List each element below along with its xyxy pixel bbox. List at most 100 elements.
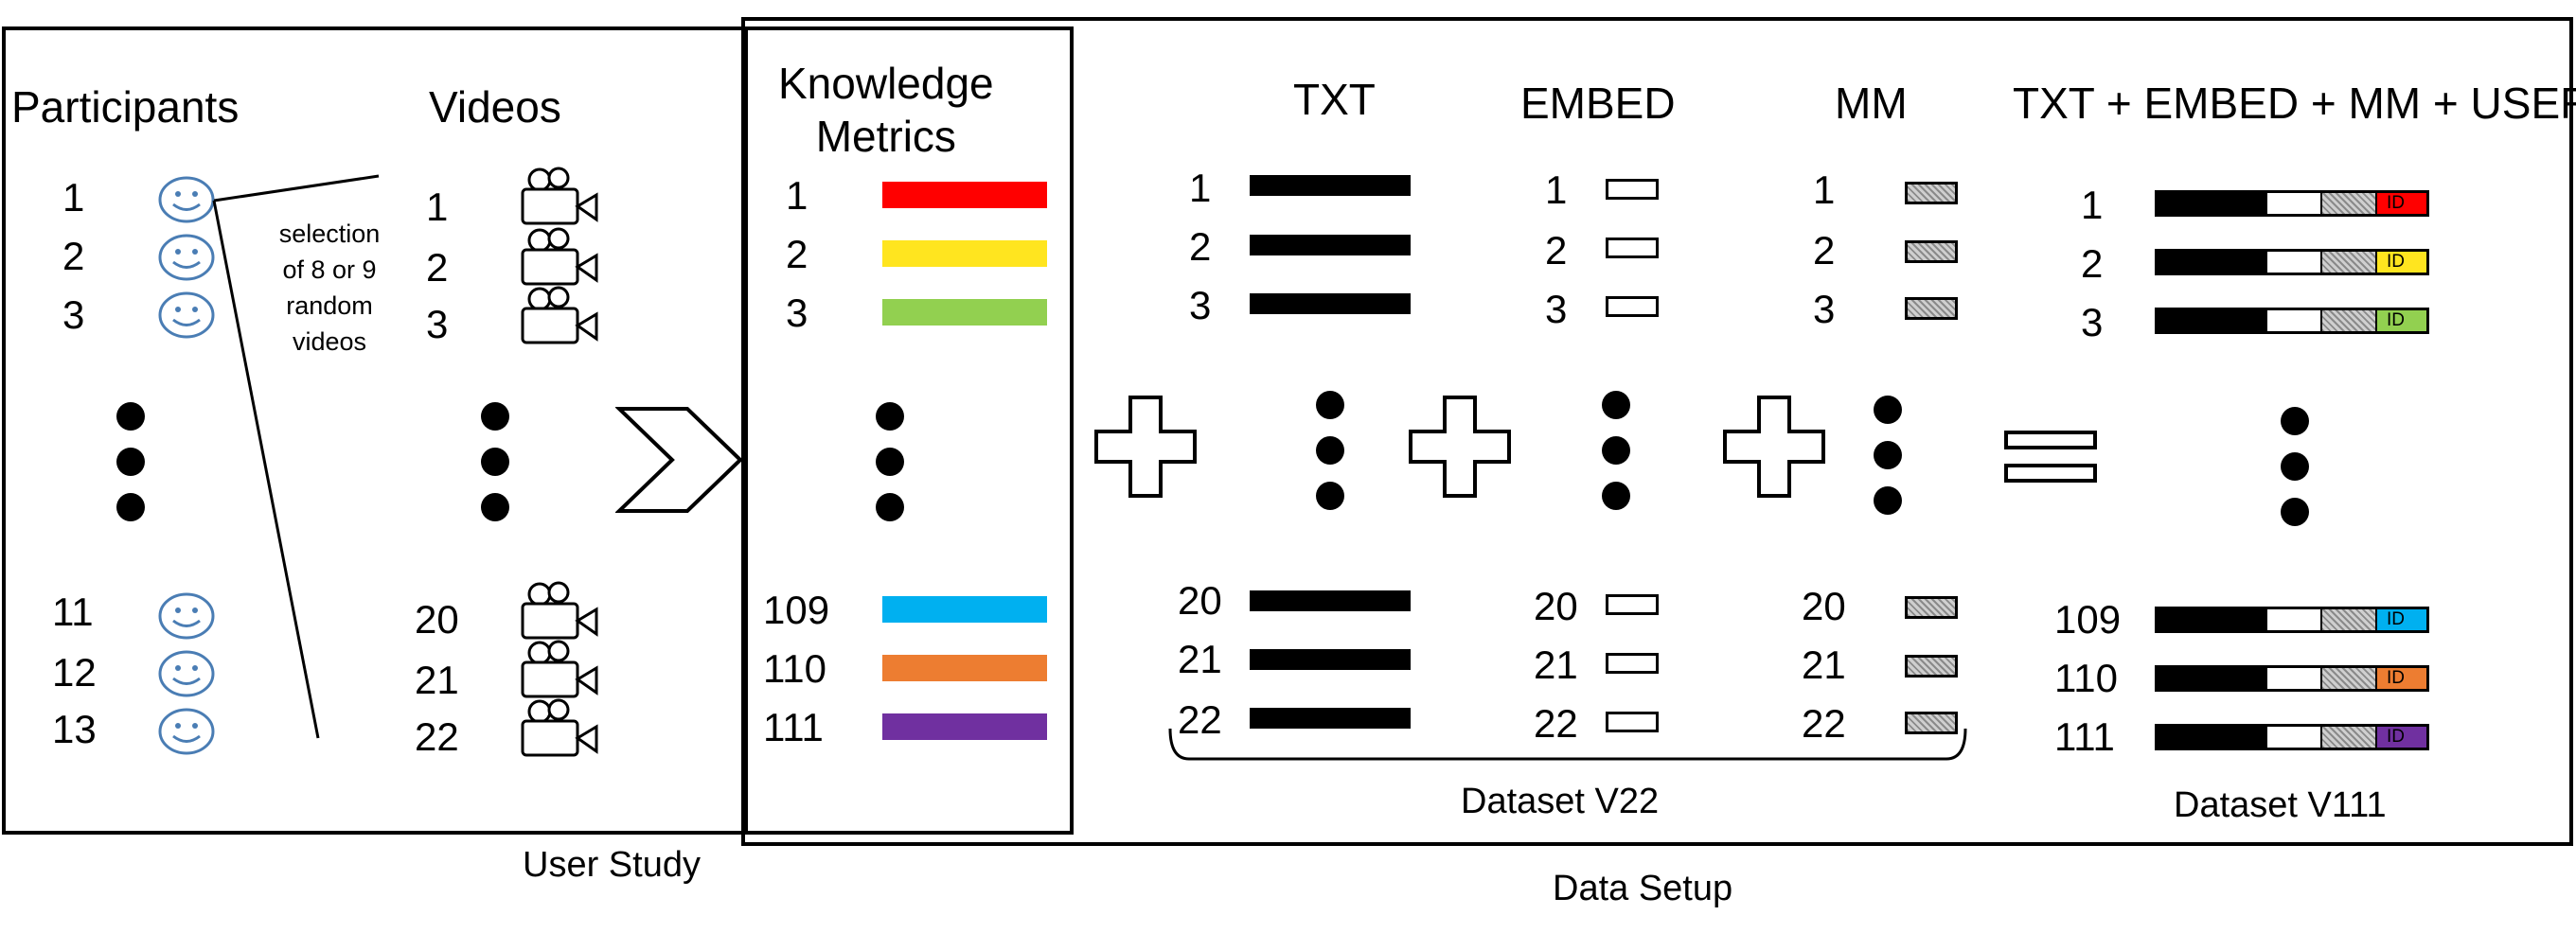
txt-feature-bar: [1250, 649, 1411, 670]
data-setup-caption: Data Setup: [1553, 869, 1733, 908]
embed-heading: EMBED: [1520, 79, 1676, 128]
txt-number: 2: [1189, 224, 1212, 269]
video-camera-icon: [521, 167, 598, 225]
dataset-v22-label: Dataset V22: [1461, 782, 1660, 821]
ellipsis-dot: [1602, 482, 1630, 510]
video-camera-icon: [521, 698, 598, 757]
participants-heading: Participants: [11, 82, 240, 132]
knowledge-metrics-heading: Knowledge Metrics: [778, 59, 994, 161]
mm-number: 20: [1802, 584, 1846, 628]
video-number: 1: [426, 185, 449, 229]
txt-number: 21: [1178, 637, 1222, 681]
txt-feature-bar: [1250, 590, 1411, 611]
mm-heading: MM: [1835, 79, 1908, 128]
user-study-caption: User Study: [523, 845, 701, 885]
combined-number: 109: [2054, 597, 2122, 642]
plus-icon: [1723, 396, 1825, 498]
combined-feature-bar: ID: [2155, 724, 2429, 750]
data-setup-frame: [741, 17, 2573, 846]
txt-feature-bar: [1250, 293, 1411, 314]
metric-number: 111: [763, 705, 824, 749]
smiley-icon: [158, 234, 215, 281]
embed-feature-box: [1606, 594, 1659, 615]
smiley-icon: [158, 176, 215, 223]
ellipsis-dot: [1316, 436, 1344, 465]
embed-number: 20: [1534, 584, 1578, 628]
ellipsis-dot: [2281, 498, 2309, 526]
participant-number: 13: [52, 707, 97, 751]
ellipsis-dot: [2281, 407, 2309, 435]
participant-number: 3: [62, 292, 85, 337]
selection-note: selection of 8 or 9 random videos: [278, 220, 381, 356]
embed-feature-box: [1606, 179, 1659, 200]
ellipsis-dot: [1602, 436, 1630, 465]
metric-number: 1: [786, 173, 808, 218]
knowledge-metrics-frame: [744, 26, 1074, 835]
embed-feature-box: [1606, 712, 1659, 732]
video-number: 21: [415, 658, 459, 702]
embed-number: 2: [1545, 228, 1568, 273]
chevron-arrow-icon: [615, 407, 743, 513]
txt-number: 20: [1178, 578, 1222, 623]
smiley-icon: [158, 291, 215, 339]
metric-number: 3: [786, 290, 808, 335]
mm-feature-box: [1905, 712, 1958, 734]
user-id-segment: ID: [2375, 609, 2426, 630]
ellipsis-dot: [2281, 452, 2309, 481]
txt-feature-bar: [1250, 708, 1411, 729]
combined-heading: TXT + EMBED + MM + USER: [2013, 79, 2576, 128]
combined-feature-bar: ID: [2155, 607, 2429, 633]
metric-number: 110: [763, 646, 826, 691]
combined-number: 111: [2054, 714, 2115, 759]
txt-number: 22: [1178, 697, 1222, 742]
ellipsis-dot: [116, 493, 145, 521]
txt-number: 3: [1189, 283, 1212, 327]
plus-icon: [1094, 396, 1197, 498]
combined-number: 2: [2081, 241, 2104, 286]
user-id-segment: ID: [2375, 193, 2426, 214]
ellipsis-dot: [876, 402, 904, 431]
ellipsis-dot: [1316, 391, 1344, 419]
embed-number: 21: [1534, 643, 1578, 687]
ellipsis-dot: [876, 448, 904, 476]
user-id-segment: ID: [2375, 668, 2426, 689]
combined-number: 110: [2054, 656, 2118, 700]
mm-number: 22: [1802, 701, 1846, 746]
smiley-icon: [158, 592, 215, 640]
mm-number: 21: [1802, 643, 1846, 687]
video-camera-icon: [521, 227, 598, 286]
ellipsis-dot: [481, 493, 509, 521]
participant-number: 2: [62, 234, 85, 278]
embed-feature-box: [1606, 238, 1659, 258]
txt-heading: TXT: [1293, 75, 1376, 124]
txt-number: 1: [1189, 166, 1212, 210]
metric-color-bar: [882, 713, 1047, 740]
combined-number: 3: [2081, 300, 2104, 344]
ellipsis-dot: [1874, 486, 1902, 515]
metric-number: 109: [763, 588, 830, 632]
video-camera-icon: [521, 286, 598, 344]
video-number: 22: [415, 714, 459, 759]
metric-color-bar: [882, 299, 1047, 326]
ellipsis-dot: [481, 402, 509, 431]
combined-feature-bar: ID: [2155, 665, 2429, 692]
combined-feature-bar: ID: [2155, 308, 2429, 334]
ellipsis-dot: [1874, 441, 1902, 469]
ellipsis-dot: [876, 493, 904, 521]
video-number: 3: [426, 302, 449, 346]
embed-number: 3: [1545, 287, 1568, 331]
ellipsis-dot: [481, 448, 509, 476]
ellipsis-dot: [1316, 482, 1344, 510]
metric-color-bar: [882, 182, 1047, 208]
txt-feature-bar: [1250, 235, 1411, 255]
embed-feature-box: [1606, 653, 1659, 674]
video-camera-icon: [521, 581, 598, 640]
dataset-v22-brace: [1168, 728, 1967, 761]
embed-number: 22: [1534, 701, 1578, 746]
smiley-icon: [158, 650, 215, 697]
combined-feature-bar: ID: [2155, 190, 2429, 217]
participant-number: 12: [52, 650, 97, 695]
metric-color-bar: [882, 596, 1047, 623]
mm-feature-box: [1905, 240, 1958, 263]
